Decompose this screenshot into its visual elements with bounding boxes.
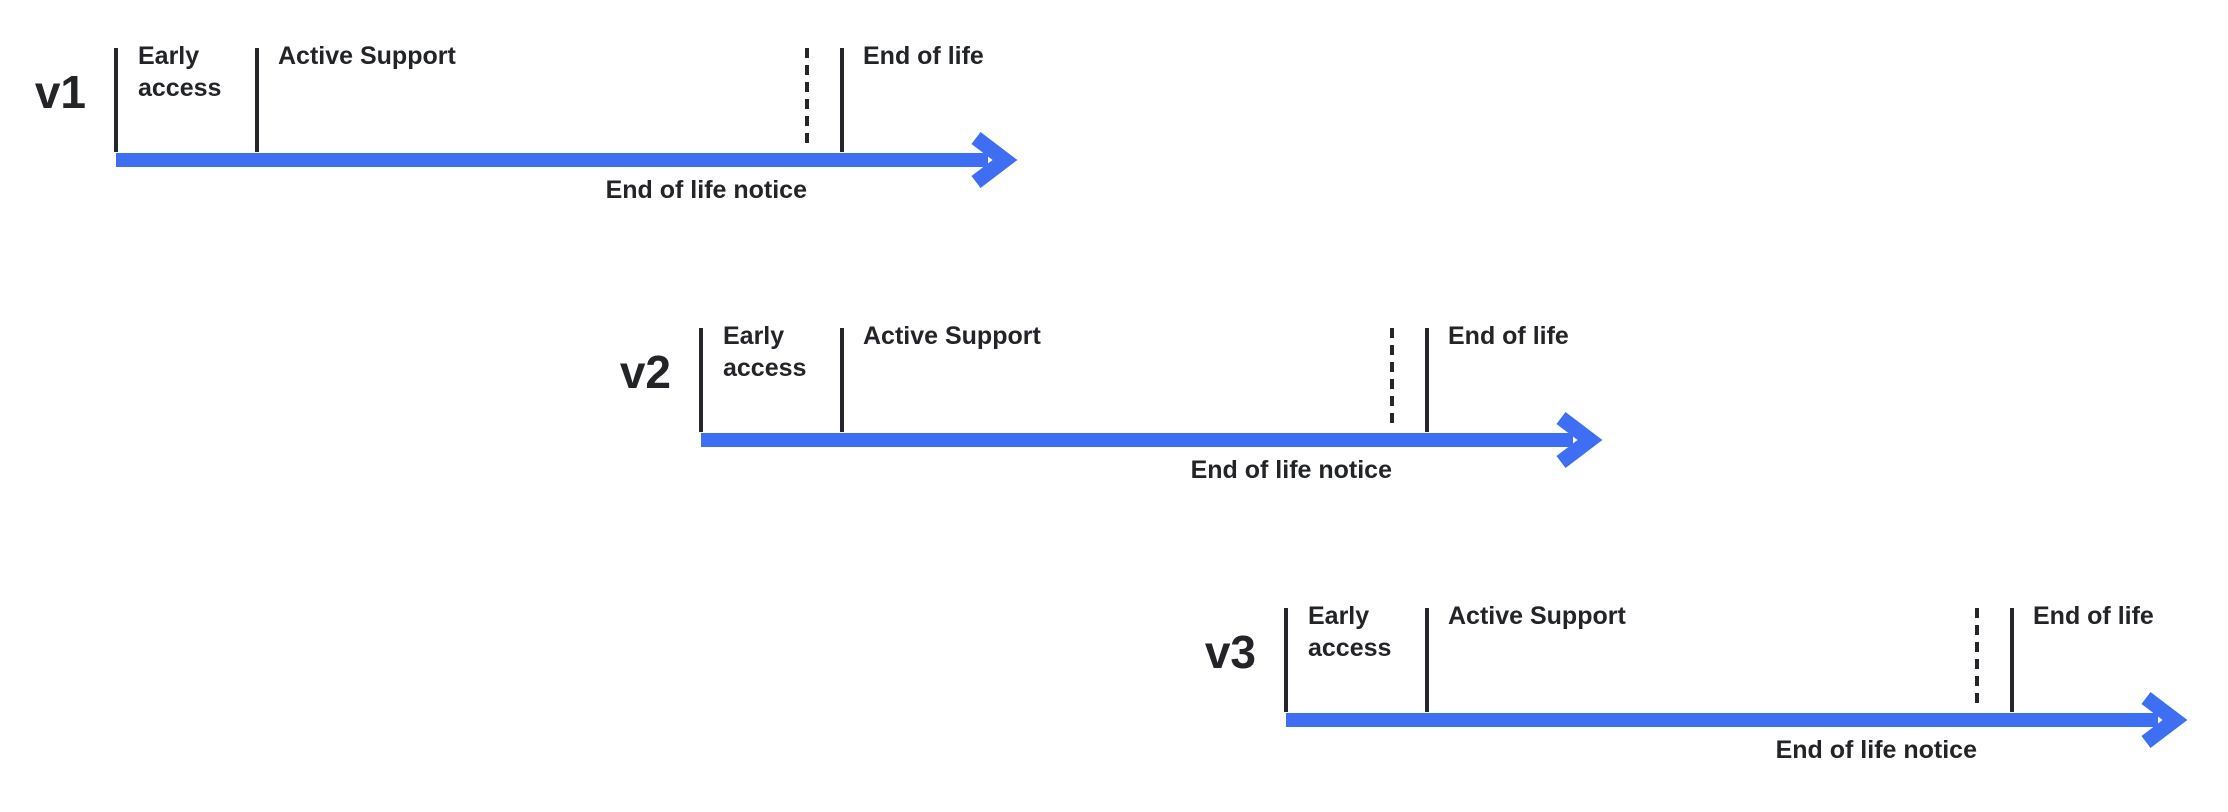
timeline-arrow-graphic <box>699 328 1603 468</box>
end-of-life-label: End of life <box>1448 322 1569 350</box>
active-support-label: Active Support <box>863 322 1041 350</box>
eol-notice-label: End of life notice <box>1190 456 1392 484</box>
version-label: v1 <box>34 66 86 118</box>
version-label: v2 <box>619 346 671 398</box>
timeline-arrowhead-icon <box>1556 412 1603 468</box>
eol-notice-label: End of life notice <box>605 176 807 204</box>
eol-notice-label: End of life notice <box>1775 736 1977 764</box>
version-label: v3 <box>1204 626 1256 678</box>
early-access-label: Early access <box>723 322 807 382</box>
end-of-life-label: End of life <box>863 42 984 70</box>
active-support-label: Active Support <box>1448 602 1626 630</box>
end-of-life-label: End of life <box>2033 602 2154 630</box>
early-access-label: Early access <box>138 42 222 102</box>
early-access-label: Early access <box>1308 602 1392 662</box>
timeline-arrowhead-icon <box>2141 692 2188 748</box>
timeline-arrow-graphic <box>114 48 1018 188</box>
active-support-label: Active Support <box>278 42 456 70</box>
timeline-arrowhead-icon <box>971 132 1018 188</box>
timeline-arrow-graphic <box>1284 608 2188 748</box>
